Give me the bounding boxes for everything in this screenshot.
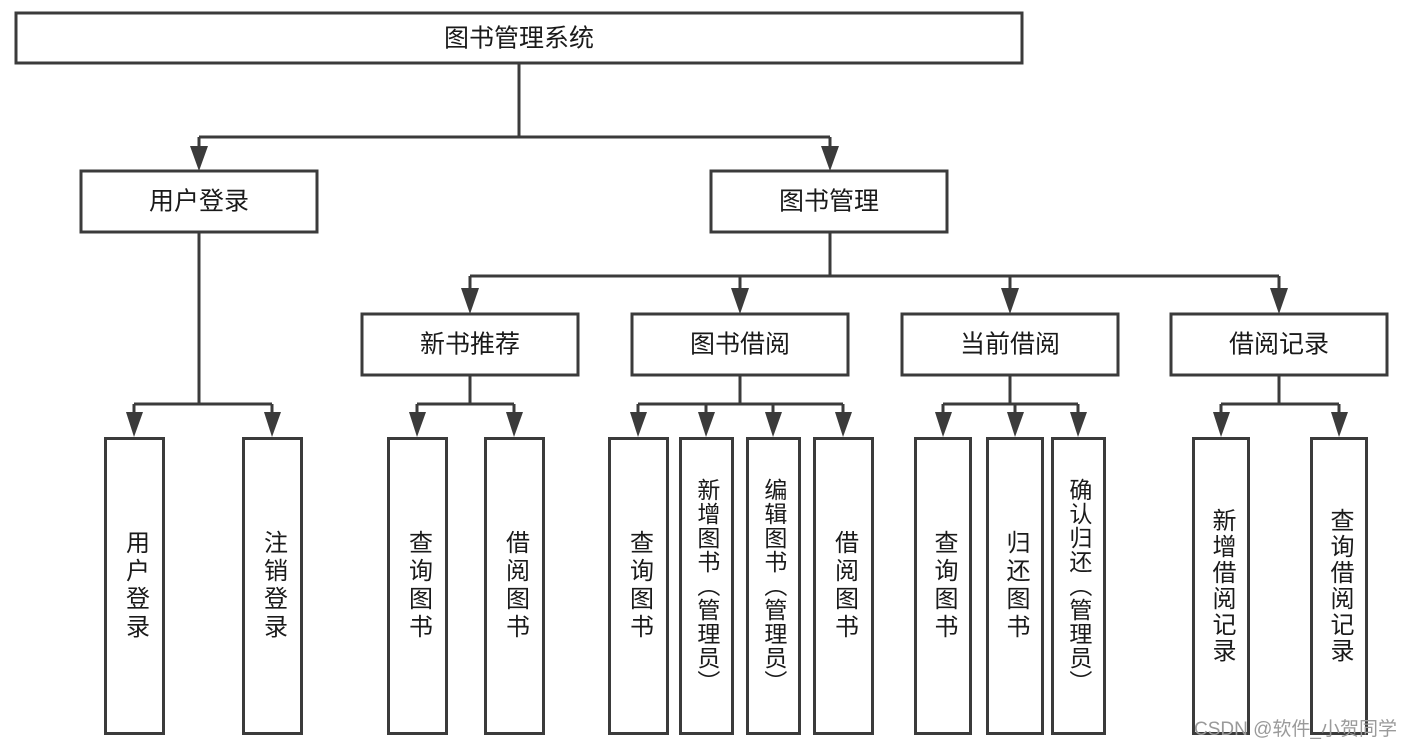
arrowhead-leaf-query-book-2 [630,412,647,437]
connector-group-book-borrow [630,375,852,437]
node-book-management[interactable]: 图书管理 [709,169,949,234]
arrowhead-leaf-borrow-book-1 [506,412,523,437]
leaf-add-borrow-record-label: 新增借阅记录 [1207,508,1235,664]
leaf-edit-book-admin-label: 编辑图书（管理员） [760,478,787,694]
leaf-confirm-return-admin[interactable]: 确认归还（管理员） [1051,437,1106,735]
leaf-borrow-book-borrow-label: 借阅图书 [830,530,858,642]
node-user-login[interactable]: 用户登录 [79,169,319,234]
arrowhead-leaf-edit-book [765,412,782,437]
arrowhead-new-book-rec [461,288,479,314]
arrowhead-leaf-query-record [1331,412,1348,437]
leaf-query-book-recommend-label: 查询图书 [404,530,432,642]
connector-group-user-login [126,232,281,437]
node-user-login-rect [79,169,319,234]
node-root-system[interactable]: 图书管理系统 [14,11,1024,65]
leaf-query-borrow-record[interactable]: 查询借阅记录 [1310,437,1368,735]
connector-group-borrow-record [1213,375,1348,437]
leaf-query-book-current-label: 查询图书 [929,530,957,642]
leaf-query-borrow-record-label: 查询借阅记录 [1325,508,1353,664]
node-book-borrow-rect [630,312,850,377]
arrowhead-leaf-query-book-1 [409,412,426,437]
arrowhead-user-login [190,146,208,171]
leaf-logout[interactable]: 注销登录 [242,437,303,735]
leaf-query-book-recommend[interactable]: 查询图书 [387,437,448,735]
leaf-logout-label: 注销登录 [259,530,287,642]
arrowhead-leaf-add-book [698,412,715,437]
node-current-borrow-rect [900,312,1120,377]
leaf-query-book-current[interactable]: 查询图书 [914,437,972,735]
node-book-borrow[interactable]: 图书借阅 [630,312,850,377]
node-book-management-rect [709,169,949,234]
node-borrow-record-label: 借阅记录 [1229,331,1329,359]
connector-group-current-borrow [935,375,1087,437]
leaf-user-login-label: 用户登录 [121,530,149,642]
node-root-system-label: 图书管理系统 [444,25,594,53]
arrowhead-leaf-user-login [126,412,143,437]
node-borrow-record-rect [1169,312,1389,377]
leaf-return-book[interactable]: 归还图书 [986,437,1044,735]
node-book-borrow-label: 图书借阅 [690,331,790,359]
arrowhead-current-borrow [1001,288,1019,314]
node-user-login-label: 用户登录 [149,188,249,216]
arrowhead-book-mgmt [821,146,839,171]
arrowhead-leaf-confirm-return [1070,412,1087,437]
arrowhead-leaf-return-book [1007,412,1024,437]
leaf-edit-book-admin[interactable]: 编辑图书（管理员） [746,437,801,735]
connector-group-book-mgmt [461,232,1288,314]
node-borrow-record[interactable]: 借阅记录 [1169,312,1389,377]
connector-group-new-book-rec [409,375,523,437]
arrowhead-leaf-add-record [1213,412,1230,437]
leaf-add-borrow-record[interactable]: 新增借阅记录 [1192,437,1250,735]
leaf-user-login[interactable]: 用户登录 [104,437,165,735]
node-book-management-label: 图书管理 [779,188,879,216]
leaf-add-book-admin[interactable]: 新增图书（管理员） [679,437,734,735]
leaf-return-book-label: 归还图书 [1001,530,1029,642]
node-current-borrow[interactable]: 当前借阅 [900,312,1120,377]
arrowhead-leaf-query-book-3 [935,412,952,437]
leaf-query-book-borrow[interactable]: 查询图书 [608,437,669,735]
leaf-borrow-book-borrow[interactable]: 借阅图书 [813,437,874,735]
leaf-borrow-book-recommend[interactable]: 借阅图书 [484,437,545,735]
node-root-system-rect [14,11,1024,65]
arrowhead-leaf-logout [264,412,281,437]
node-new-book-recommend-label: 新书推荐 [420,331,520,359]
node-new-book-recommend[interactable]: 新书推荐 [360,312,580,377]
arrowhead-leaf-borrow-book-2 [835,412,852,437]
arrowhead-borrow-record [1270,288,1288,314]
node-current-borrow-label: 当前借阅 [960,331,1060,359]
leaf-add-book-admin-label: 新增图书（管理员） [693,478,720,694]
leaf-confirm-return-admin-label: 确认归还（管理员） [1065,478,1092,694]
connector-group-root [190,63,839,171]
leaf-borrow-book-recommend-label: 借阅图书 [501,530,529,642]
leaf-query-book-borrow-label: 查询图书 [625,530,653,642]
node-new-book-recommend-rect [360,312,580,377]
arrowhead-book-borrow [731,288,749,314]
